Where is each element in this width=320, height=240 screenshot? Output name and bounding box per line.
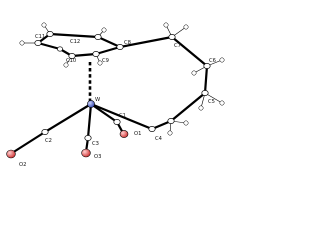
label-c9: C9 xyxy=(102,58,109,64)
hydrogen-atoms xyxy=(19,22,225,136)
label-c2: C2 xyxy=(45,138,52,144)
atom-labels: W C1 C2 C3 C4 C5 C6 C7 C8 C9 C10 C11 C12… xyxy=(19,34,216,168)
label-c1: C1 xyxy=(119,113,126,119)
label-c12: C12 xyxy=(70,39,80,45)
ring-bonds xyxy=(36,32,122,58)
metal-bonds xyxy=(10,62,154,155)
label-o3: O3 xyxy=(94,154,101,160)
label-c8: C8 xyxy=(124,40,131,46)
molecular-structure-diagram: W C1 C2 C3 C4 C5 C6 C7 C8 C9 C10 C11 C12… xyxy=(6,22,225,168)
label-w: W xyxy=(95,97,100,103)
tungsten-atom xyxy=(87,100,95,108)
label-o1: O1 xyxy=(134,131,141,137)
label-o2: O2 xyxy=(19,162,26,168)
chain-bonds xyxy=(118,35,209,131)
label-c6: C6 xyxy=(209,58,216,64)
label-c11: C11 xyxy=(35,34,45,40)
carbon-atoms xyxy=(34,31,211,141)
label-c7: C7 xyxy=(174,43,181,49)
label-c3: C3 xyxy=(92,141,99,147)
label-c10: C10 xyxy=(66,58,76,64)
oxygen-atoms xyxy=(6,130,129,159)
label-c5: C5 xyxy=(208,99,215,105)
label-c4: C4 xyxy=(155,136,163,142)
